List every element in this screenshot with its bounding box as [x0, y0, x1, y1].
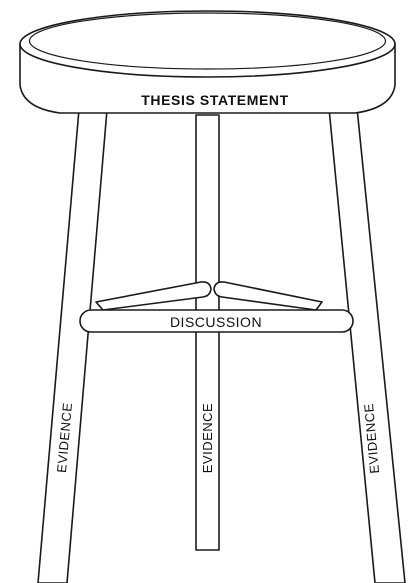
seat-label: THESIS STATEMENT	[141, 92, 289, 108]
leg-label-left: EVIDENCE	[54, 402, 75, 474]
seat	[19, 10, 396, 114]
leg-label-center: EVIDENCE	[200, 403, 215, 473]
leg-right	[327, 97, 406, 583]
rung-label: DISCUSSION	[170, 314, 262, 330]
discussion-rung	[79, 309, 354, 333]
leg-left	[37, 97, 109, 583]
rung-strut-right	[213, 281, 323, 311]
rung-strut-left	[95, 281, 212, 311]
leg-label-right: EVIDENCE	[361, 403, 382, 475]
